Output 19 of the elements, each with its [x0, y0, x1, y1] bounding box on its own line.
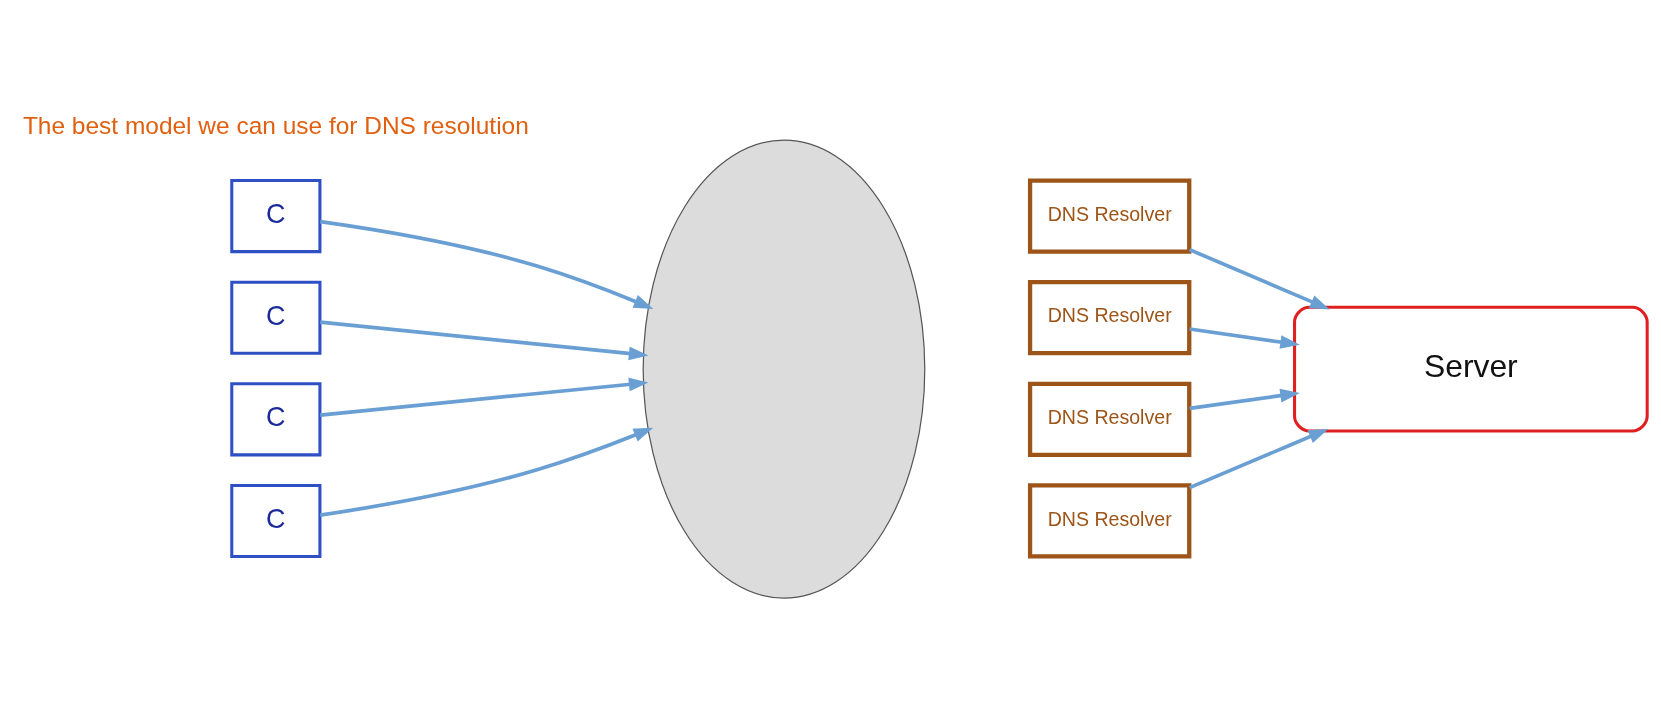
node-box: Server	[1293, 305, 1649, 433]
arrow	[319, 427, 654, 517]
arrow	[1188, 428, 1329, 490]
node-box: DNS Resolver	[1027, 280, 1192, 356]
arrow	[319, 219, 654, 309]
node-box: C	[230, 382, 322, 457]
arrow	[1189, 388, 1300, 411]
node-box: DNS Resolver	[1027, 483, 1192, 559]
arrow	[320, 377, 649, 417]
label: The best model we can use for DNS resolution	[22, 112, 529, 140]
arrow	[320, 320, 649, 361]
node-box: DNS Resolver	[1027, 178, 1192, 254]
node-box: C	[230, 483, 322, 558]
node-box: C	[230, 280, 322, 355]
node-box: C	[230, 179, 322, 254]
node-box: DNS Resolver	[1027, 381, 1192, 457]
arrow	[1189, 327, 1300, 349]
node-cloud	[642, 139, 926, 599]
arrow	[1188, 248, 1330, 310]
